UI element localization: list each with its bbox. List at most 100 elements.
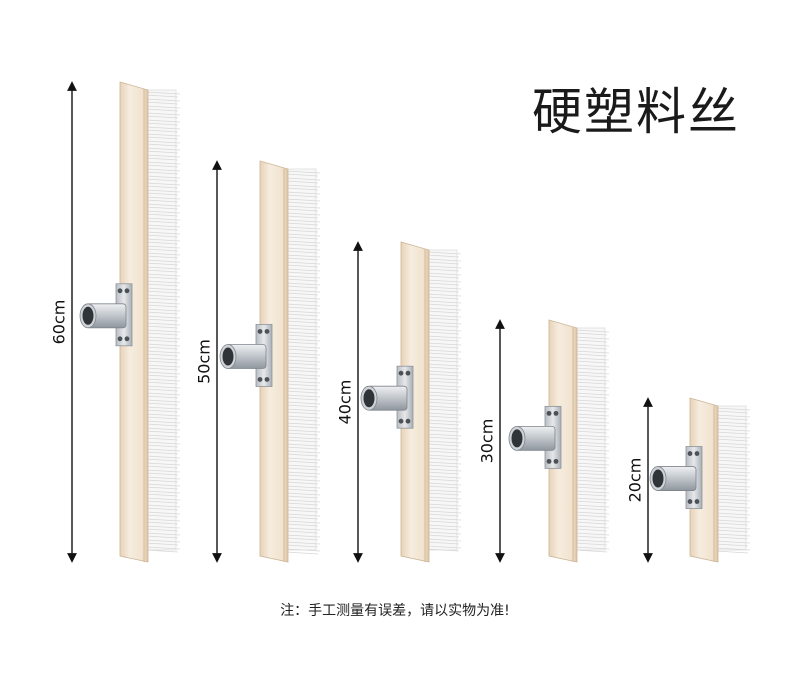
screw	[687, 451, 693, 456]
bristle-tuft	[574, 406, 610, 413]
bristle-tuft	[426, 377, 462, 384]
bristle-tuft	[145, 273, 181, 280]
bristle-tuft	[285, 219, 321, 226]
bristle-tuft	[715, 519, 751, 526]
size-label: 20cm	[626, 458, 645, 503]
bristle-tuft	[426, 412, 462, 419]
bristle-tuft	[574, 371, 610, 378]
bristle-tuft	[285, 352, 321, 359]
bristle-tuft	[426, 321, 462, 328]
bristle-tuft	[145, 343, 181, 350]
bristle-tuft	[285, 366, 321, 373]
bristle-tuft	[285, 429, 321, 436]
screw	[546, 458, 552, 464]
bristle-tuft	[285, 303, 321, 310]
screw	[405, 418, 411, 424]
bristle-tuft	[426, 328, 462, 335]
bristle-tuft	[145, 301, 181, 308]
bristle-tuft	[145, 497, 181, 504]
socket-hole	[511, 429, 523, 448]
bristle-tuft	[285, 513, 321, 520]
wood-block	[119, 81, 149, 563]
bristle-tuft	[285, 324, 321, 331]
bristle-tuft	[285, 450, 321, 457]
bristle-tuft	[426, 524, 462, 531]
bristle-tuft	[426, 468, 462, 475]
socket-hole	[363, 389, 375, 408]
bristle-tuft	[715, 491, 751, 498]
bristle-tuft	[285, 436, 321, 443]
bristle-tuft	[715, 442, 751, 449]
bristle-tuft	[574, 539, 610, 546]
bristle-tuft	[715, 463, 751, 470]
bristle-tuft	[145, 196, 181, 203]
bristle-tuft	[285, 457, 321, 464]
bristle-tuft	[145, 217, 181, 224]
bristle-tuft	[574, 385, 610, 392]
bristle-tuft	[426, 363, 462, 370]
bristle-tuft	[145, 329, 181, 336]
bristle-tuft	[285, 170, 321, 177]
bristle-tuft	[145, 385, 181, 392]
bristle-tuft	[574, 357, 610, 364]
bristle-tuft	[145, 154, 181, 161]
bristle-tuft	[145, 420, 181, 427]
bristle-tuft	[285, 471, 321, 478]
bristle-tuft	[574, 511, 610, 518]
bristle-tuft	[285, 408, 321, 415]
bristle-tuft	[145, 182, 181, 189]
bristle-tuft	[145, 455, 181, 462]
bristle-tuft	[145, 483, 181, 490]
bristle-tuft	[145, 119, 181, 126]
bristle-tuft	[285, 548, 321, 555]
bristle-tuft	[285, 310, 321, 317]
bristle-tuft	[426, 419, 462, 426]
bristle-tuft	[574, 378, 610, 385]
bristle-tuft	[715, 540, 751, 547]
bristle-tuft	[426, 545, 462, 552]
bristle-tuft	[285, 527, 321, 534]
bristle-tuft	[145, 189, 181, 196]
screw	[117, 288, 123, 294]
bristle-tuft	[145, 168, 181, 175]
bristle-tuft	[145, 98, 181, 105]
bristle-tuft	[285, 422, 321, 429]
screw	[124, 288, 130, 294]
bristle-tuft	[426, 398, 462, 405]
bristle-tuft	[145, 91, 181, 98]
bristle-tuft	[285, 198, 321, 205]
bristle-tuft	[426, 279, 462, 286]
bristle-tuft	[715, 414, 751, 421]
bristle-tuft	[145, 357, 181, 364]
bristle-tuft	[426, 335, 462, 342]
bristle-tuft	[145, 224, 181, 231]
bristle-tuft	[426, 454, 462, 461]
bristle-tuft	[145, 322, 181, 329]
wood-block	[259, 160, 289, 563]
bristle-tuft	[145, 378, 181, 385]
bristle-tuft	[426, 531, 462, 538]
bristle-tuft	[574, 469, 610, 476]
bristle-tuft	[145, 147, 181, 154]
bristle-tuft	[574, 434, 610, 441]
bristle-tuft	[145, 175, 181, 182]
bristle-tuft	[285, 401, 321, 408]
socket-hole	[82, 306, 94, 325]
bristle-tuft	[574, 462, 610, 469]
bristle-tuft	[574, 448, 610, 455]
bristle-tuft	[145, 448, 181, 455]
bristle-tuft	[426, 475, 462, 482]
bristle-tuft	[426, 461, 462, 468]
bristle-tuft	[285, 464, 321, 471]
bristle-tuft	[574, 420, 610, 427]
screw	[694, 451, 700, 456]
screw	[553, 458, 559, 464]
bristle-tuft	[574, 427, 610, 434]
bristle-tuft	[574, 392, 610, 399]
bristle-tuft	[426, 300, 462, 307]
bristle-tuft	[574, 441, 610, 448]
bristle-tuft	[145, 336, 181, 343]
screw	[124, 336, 130, 342]
bristle-tuft	[285, 184, 321, 191]
bristle-tuft	[285, 282, 321, 289]
